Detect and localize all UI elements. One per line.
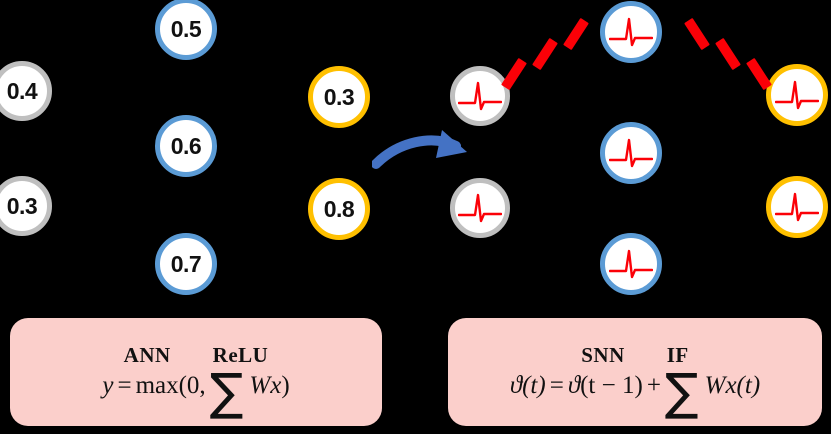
snn-equation-panel: SNN IF ϑ (t) = ϑ (t − 1) + ∑ Wx (t) [448,318,822,426]
spike-waveform-icon [458,193,502,223]
snn-eq-rhs-arg: (t − 1) [580,372,643,399]
node-value: 0.5 [170,15,202,42]
snn-panel-titles: SNN IF [581,343,689,368]
ann-equation: y = max(0, ∑ Wx ) [102,367,290,417]
snn-eq-plus: + [646,372,661,399]
ann-equation-panel: ANN ReLU y = max(0, ∑ Wx ) [10,318,382,426]
ann-eq-close: ) [281,372,290,399]
snn-node-output-2 [766,176,828,238]
ann-node-hidden-3: 0.7 [155,233,217,295]
spike-dash-left-2 [532,37,558,71]
snn-node-hidden-1 [600,1,662,63]
snn-label: SNN [581,343,625,367]
spike-dash-right-2 [715,37,741,71]
node-value: 0.3 [323,83,355,110]
snn-node-hidden-3 [600,233,662,295]
summation-symbol: ∑ [664,363,699,421]
snn-equation: ϑ (t) = ϑ (t − 1) + ∑ Wx (t) [509,367,761,417]
ann-eq-equals: = [117,372,132,399]
node-value: 0.8 [323,195,355,222]
spike-waveform-icon [609,249,653,279]
snn-node-input-2 [450,178,510,238]
ann-node-output-1: 0.3 [308,66,370,128]
spike-dash-right-3 [746,57,772,91]
snn-node-output-1 [766,64,828,126]
ann-node-hidden-2: 0.6 [155,115,217,177]
spike-waveform-icon [458,81,502,111]
snn-node-hidden-2 [600,122,662,184]
conversion-arrow [371,120,482,180]
ann-node-hidden-1: 0.5 [155,0,217,60]
ann-eq-fn: max(0, [135,372,206,399]
spike-waveform-icon [609,138,653,168]
conversion-arrow-svg [371,130,467,169]
spike-waveform-icon [775,192,819,222]
spike-waveform-icon [609,17,653,47]
ann-panel-titles: ANN ReLU [124,343,269,368]
ann-node-input-1: 0.4 [0,61,52,121]
ann-eq-body: Wx [249,372,282,399]
ann-node-input-2: 0.3 [0,176,52,236]
summation-symbol: ∑ [209,363,244,421]
node-value: 0.3 [6,192,38,219]
node-value: 0.6 [170,132,202,159]
node-value: 0.4 [6,77,38,104]
snn-node-input-1 [450,66,510,126]
if-label: IF [666,343,689,367]
snn-eq-lhs-sym: ϑ [509,372,523,399]
ann-label: ANN [123,343,171,367]
spike-dash-left-1 [501,57,527,91]
node-value: 0.7 [170,250,202,277]
ann-node-output-2: 0.8 [308,178,370,240]
snn-eq-lhs-arg: (t) [522,372,546,399]
snn-eq-equals: = [549,372,564,399]
spike-waveform-icon [775,80,819,110]
snn-eq-rhs-sym: ϑ [567,372,581,399]
relu-label: ReLU [212,343,269,367]
spike-dash-right-1 [684,17,710,51]
ann-eq-lhs: y [102,372,114,399]
snn-eq-body-arg: (t) [736,372,761,399]
spike-dash-left-3 [563,17,589,51]
snn-eq-body: Wx [704,372,737,399]
